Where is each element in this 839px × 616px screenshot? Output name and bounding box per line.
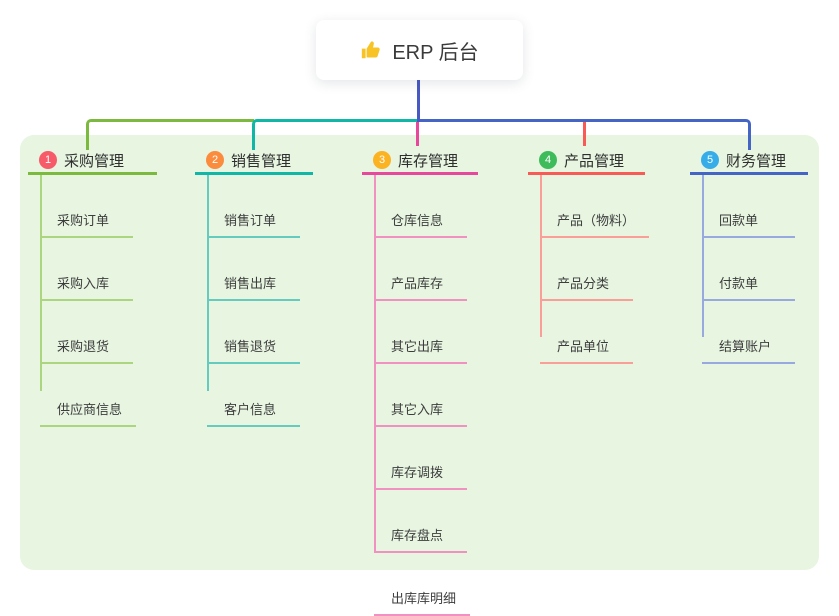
mindmap-panel xyxy=(20,135,819,570)
branch-items: 回款单 付款单 结算账户 xyxy=(690,175,808,364)
branch-items: 产品（物料） 产品分类 产品单位 xyxy=(528,175,650,364)
node-item[interactable]: 销售出库 xyxy=(207,238,300,301)
branch-items: 仓库信息 产品库存 其它出库 其它入库 库存调拨 库存盘点 出库库明细 xyxy=(362,175,478,616)
branch-title: 采购管理 xyxy=(64,152,125,170)
badge-1: 1 xyxy=(39,151,57,169)
branch-product: 4 产品管理 产品（物料） 产品分类 产品单位 xyxy=(528,148,650,364)
node-item[interactable]: 采购订单 xyxy=(40,175,133,238)
branch-items: 采购订单 采购入库 采购退货 供应商信息 xyxy=(28,175,157,427)
node-item[interactable]: 产品分类 xyxy=(540,238,633,301)
node-item[interactable]: 付款单 xyxy=(702,238,795,301)
connector-branch-finance xyxy=(419,119,751,150)
connector-branch-inventory xyxy=(416,122,419,146)
branch-title: 财务管理 xyxy=(726,152,787,170)
node-item[interactable]: 销售退货 xyxy=(207,301,300,364)
branch-finance: 5 财务管理 回款单 付款单 结算账户 xyxy=(690,148,808,364)
branch-sales: 2 销售管理 销售订单 销售出库 销售退货 客户信息 xyxy=(195,148,313,427)
node-item[interactable]: 库存盘点 xyxy=(374,490,467,553)
badge-5: 5 xyxy=(701,151,719,169)
branch-stem-line xyxy=(374,175,376,553)
node-item[interactable]: 采购入库 xyxy=(40,238,133,301)
branch-stem-line xyxy=(540,175,542,337)
connector-branch-purchase xyxy=(86,119,254,150)
branch-stem-line xyxy=(207,175,209,391)
branch-purchase: 1 采购管理 采购订单 采购入库 采购退货 供应商信息 xyxy=(28,148,157,427)
connector-branch-product xyxy=(583,122,586,146)
node-item[interactable]: 产品（物料） xyxy=(540,175,650,238)
node-item[interactable]: 产品单位 xyxy=(540,301,633,364)
node-item[interactable]: 库存调拨 xyxy=(374,427,467,490)
branch-header-purchase[interactable]: 1 采购管理 xyxy=(28,148,157,175)
badge-3: 3 xyxy=(373,151,391,169)
node-item[interactable]: 客户信息 xyxy=(207,364,300,427)
branch-inventory: 3 库存管理 仓库信息 产品库存 其它出库 其它入库 库存调拨 库存盘点 出库库… xyxy=(362,148,478,616)
connector-branch-sales xyxy=(252,119,419,150)
branch-title: 库存管理 xyxy=(398,152,459,170)
connector-root xyxy=(417,80,420,122)
branch-stem-line xyxy=(702,175,704,337)
branch-header-finance[interactable]: 5 财务管理 xyxy=(690,148,808,175)
branch-header-inventory[interactable]: 3 库存管理 xyxy=(362,148,478,175)
badge-2: 2 xyxy=(206,151,224,169)
node-item[interactable]: 仓库信息 xyxy=(374,175,467,238)
badge-4: 4 xyxy=(539,151,557,169)
thumbs-up-icon xyxy=(360,39,382,61)
branch-stem-line xyxy=(40,175,42,391)
node-item[interactable]: 其它入库 xyxy=(374,364,467,427)
branch-title: 销售管理 xyxy=(231,152,292,170)
node-item[interactable]: 产品库存 xyxy=(374,238,467,301)
node-item[interactable]: 其它出库 xyxy=(374,301,467,364)
root-node[interactable]: ERP 后台 xyxy=(316,20,523,80)
node-item[interactable]: 结算账户 xyxy=(702,301,795,364)
node-item[interactable]: 销售订单 xyxy=(207,175,300,238)
branch-title: 产品管理 xyxy=(564,152,625,170)
branch-items: 销售订单 销售出库 销售退货 客户信息 xyxy=(195,175,313,427)
root-title: ERP 后台 xyxy=(392,41,479,64)
node-item[interactable]: 出库库明细 xyxy=(374,553,471,616)
node-item[interactable]: 回款单 xyxy=(702,175,795,238)
branch-header-sales[interactable]: 2 销售管理 xyxy=(195,148,313,175)
node-item[interactable]: 供应商信息 xyxy=(40,364,137,427)
node-item[interactable]: 采购退货 xyxy=(40,301,133,364)
branch-header-product[interactable]: 4 产品管理 xyxy=(528,148,645,175)
